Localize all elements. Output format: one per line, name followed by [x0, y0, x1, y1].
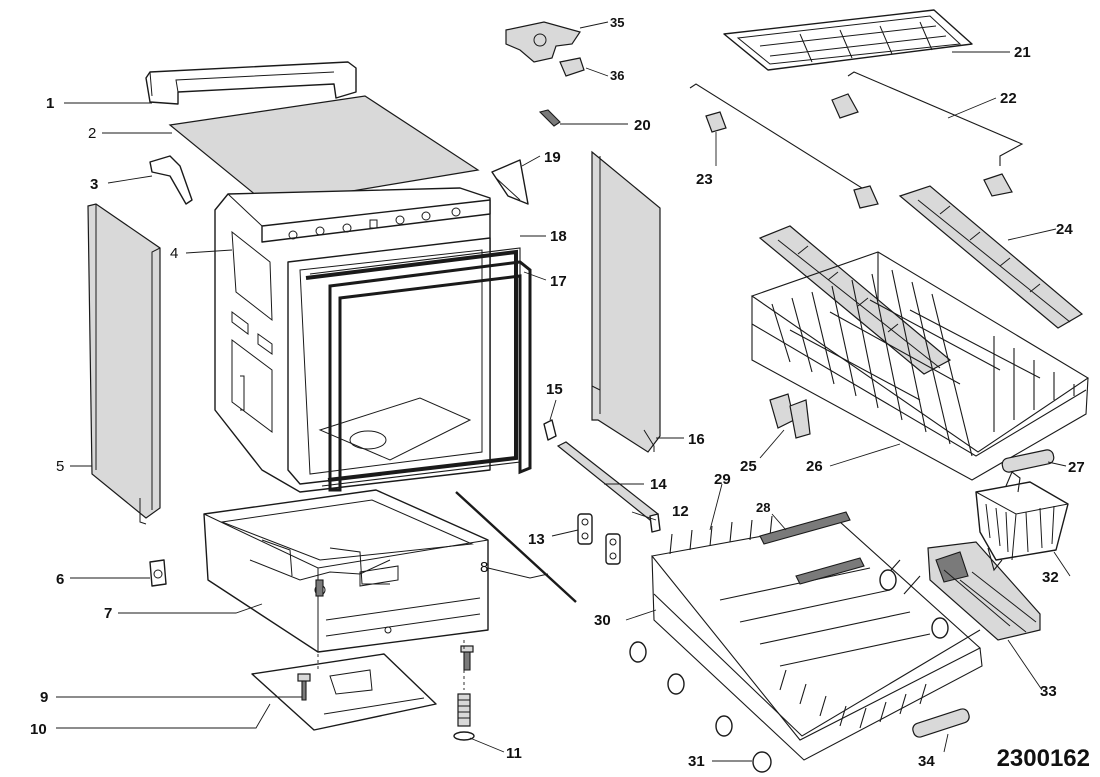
- part-hinge-plate-2: [605, 533, 621, 565]
- part-rail-clip-3: [853, 185, 879, 209]
- part-upper-handle: [1001, 449, 1055, 473]
- part-valve: [149, 559, 167, 587]
- diagram-code: 2300162: [996, 745, 1090, 772]
- part-latch: [538, 109, 561, 127]
- callout-18: 18: [550, 228, 567, 245]
- callout-34: 34: [918, 753, 935, 770]
- part-small-clip: [543, 419, 557, 441]
- callout-3: 3: [90, 176, 98, 193]
- part-tine-row: [759, 511, 865, 585]
- part-hinge-assembly: [505, 21, 581, 63]
- callout-11: 11: [506, 745, 522, 762]
- part-rail-clip-1: [705, 111, 727, 133]
- callout-5: 5: [56, 458, 64, 475]
- part-screw: [297, 673, 311, 701]
- part-gasket: [328, 260, 532, 492]
- part-rod: [455, 491, 577, 603]
- part-bracket: [149, 155, 193, 205]
- callout-26: 26: [806, 458, 823, 475]
- part-fold-rack-right: [898, 185, 1084, 329]
- part-front-strip: [556, 441, 659, 521]
- callout-31: 31: [688, 753, 705, 770]
- part-small-block: [649, 513, 661, 533]
- callout-30: 30: [594, 612, 611, 629]
- part-top-trim: [145, 61, 357, 105]
- part-adjustable-foot: [453, 693, 475, 741]
- callout-13: 13: [528, 531, 545, 548]
- part-upper-basket: [750, 251, 1090, 481]
- part-cutlery-basket: [975, 471, 1069, 561]
- callout-16: 16: [688, 431, 705, 448]
- part-clip: [559, 57, 585, 77]
- part-basket-clip: [769, 393, 811, 439]
- part-left-side-panel: [87, 203, 161, 525]
- part-cutlery-tray: [723, 9, 973, 71]
- part-tub-cabinet: [214, 187, 491, 493]
- callout-2: 2: [88, 125, 96, 142]
- part-side-bracket: [491, 159, 529, 205]
- callout-36: 36: [610, 68, 624, 83]
- part-basket-wheels: [629, 569, 949, 773]
- callout-24: 24: [1056, 221, 1073, 238]
- callout-labels: 1 2 3 4 5 6 7 8 9 10 11 12 13 14 15 16 1…: [30, 15, 1085, 770]
- callout-25: 25: [740, 458, 757, 475]
- part-bottom-cover: [251, 653, 437, 731]
- callout-20: 20: [634, 117, 651, 134]
- callout-14: 14: [650, 476, 667, 493]
- part-lower-handle: [912, 708, 970, 738]
- part-fold-rack-left: [758, 225, 952, 375]
- callout-27: 27: [1068, 459, 1085, 476]
- callout-33: 33: [1040, 683, 1057, 700]
- callout-23: 23: [696, 171, 713, 188]
- callout-8: 8: [480, 559, 488, 576]
- callout-19: 19: [544, 149, 561, 166]
- callout-17: 17: [550, 273, 567, 290]
- callout-21: 21: [1014, 44, 1031, 61]
- callout-22: 22: [1000, 90, 1017, 107]
- callout-28: 28: [756, 500, 770, 515]
- callout-35: 35: [610, 15, 624, 30]
- callout-6: 6: [56, 571, 64, 588]
- part-rail-wire: [689, 71, 1024, 198]
- callout-29: 29: [714, 471, 731, 488]
- callout-1: 1: [46, 95, 54, 112]
- callout-32: 32: [1042, 569, 1059, 586]
- callout-15: 15: [546, 381, 563, 398]
- callout-9: 9: [40, 689, 48, 706]
- part-rail-clip-2: [831, 93, 859, 119]
- part-folding-insert: [927, 541, 1041, 641]
- part-worktop-panel: [168, 95, 480, 206]
- part-right-side-panel: [591, 150, 661, 453]
- part-rail-clip-4: [983, 173, 1013, 197]
- callout-10: 10: [30, 721, 47, 738]
- part-hinge-plate-1: [577, 513, 593, 545]
- callout-7: 7: [104, 605, 112, 622]
- callout-12: 12: [672, 503, 689, 520]
- leader-lines: [56, 21, 1071, 762]
- callout-4: 4: [170, 245, 178, 262]
- part-screw-tray: [460, 645, 474, 671]
- part-base-tray: [203, 489, 489, 653]
